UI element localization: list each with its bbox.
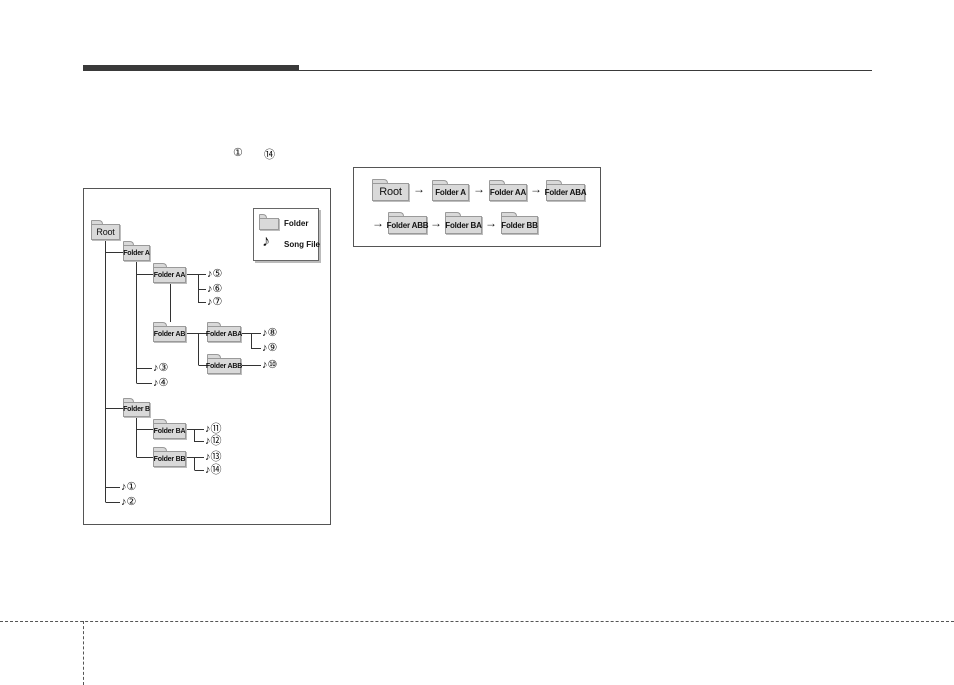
order-arrow-1: → [413,182,425,196]
order-folder-a-icon: Folder A [432,180,469,201]
intro-circled-start: ① [233,147,243,159]
header-bar [83,65,299,71]
folder-ab-icon: Folder AB [153,322,186,342]
song-file-9: ♪⑨ [262,342,278,354]
folder-bb-icon: Folder BB [153,447,186,467]
legend-song-icon: ♪ [262,233,270,250]
song-file-8: ♪⑧ [262,327,278,339]
song-file-6: ♪⑥ [207,283,223,295]
song-file-11: ♪⑪ [205,423,222,435]
order-folder-abb-icon: Folder ABB [387,212,429,234]
order-arrow-4: → [372,216,384,230]
song-file-5: ♪⑤ [207,268,223,280]
order-arrow-3: → [530,182,542,196]
song-file-2: ♪② [121,496,137,508]
folder-b-icon: Folder B [123,398,150,417]
order-arrow-5: → [430,216,442,230]
header-rule [299,70,872,71]
order-arrow-6: → [485,216,497,230]
order-folder-aa-icon: Folder AA [489,180,527,201]
song-file-3: ♪③ [153,362,169,374]
folder-aba-icon: Folder ABA [206,322,242,342]
song-file-14: ♪⑭ [205,464,222,476]
song-file-1: ♪① [121,481,137,493]
intro-circled-end: ⑭ [264,149,275,161]
order-folder-bb-icon: Folder BB [501,212,538,234]
legend-folder-icon [259,214,279,230]
legend-folder-label: Folder [284,219,309,228]
order-folder-ba-icon: Folder BA [445,212,482,234]
footer-vertical-divider [83,621,84,685]
folder-ba-icon: Folder BA [153,419,186,439]
order-folder-aba-icon: Folder ABA [545,180,587,201]
order-root-icon: Root [372,179,409,201]
song-file-4: ♪④ [153,377,169,389]
legend-song-label: Song File [284,240,320,249]
footer-divider [0,621,954,622]
song-file-7: ♪⑦ [207,296,223,308]
folder-aa-icon: Folder AA [153,263,186,283]
folder-root-icon: Root [91,220,120,240]
order-arrow-2: → [473,182,485,196]
folder-abb-icon: Folder ABB [206,354,242,374]
folder-a-icon: Folder A [123,241,150,261]
song-file-13: ♪⑬ [205,451,222,463]
song-file-12: ♪⑫ [205,435,222,447]
song-file-10: ♪⑩ [262,359,278,371]
